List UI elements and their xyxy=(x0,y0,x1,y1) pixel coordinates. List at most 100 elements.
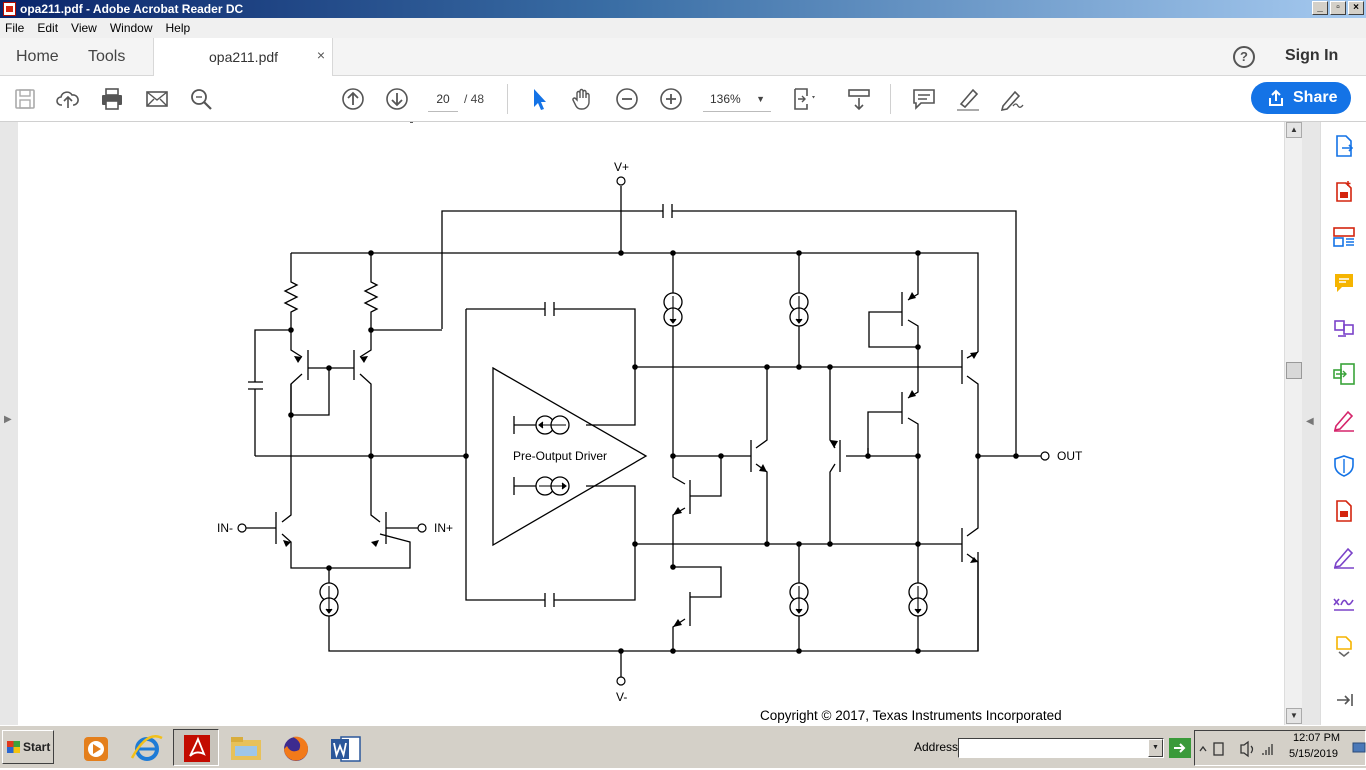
pdf-page[interactable]: V+ V- OUT IN- IN+ Pre-Output Driver Copy… xyxy=(18,122,1284,725)
clock-date: 5/15/2019 xyxy=(1289,748,1338,760)
sign-in-button[interactable]: Sign In xyxy=(1285,47,1339,64)
internet-explorer-taskbar-icon[interactable] xyxy=(123,729,169,766)
help-icon[interactable]: ? xyxy=(1233,46,1255,68)
share-label: Share xyxy=(1293,89,1338,106)
create-pdf-icon[interactable] xyxy=(1332,179,1356,203)
restore-button[interactable]: ▫ xyxy=(1330,1,1346,15)
windows-taskbar: Start Address ▼ 12:07 PM 5 xyxy=(0,725,1366,768)
search-icon[interactable] xyxy=(188,86,214,112)
menu-file[interactable]: File xyxy=(5,21,25,35)
vertical-scrollbar[interactable]: ▲ ▼ xyxy=(1284,122,1302,725)
copyright-notice: Copyright © 2017, Texas Instruments Inco… xyxy=(760,708,1062,723)
request-signature-icon[interactable] xyxy=(1332,591,1356,615)
menu-edit[interactable]: Edit xyxy=(37,21,59,35)
save-icon[interactable] xyxy=(12,86,38,112)
hand-tool-icon[interactable] xyxy=(570,86,596,112)
acrobat-taskbar-icon[interactable] xyxy=(173,729,219,766)
previous-page-icon[interactable] xyxy=(340,86,366,112)
document-workspace: ▶ xyxy=(0,122,1320,725)
comment-icon[interactable] xyxy=(911,86,937,112)
tab-tools[interactable]: Tools xyxy=(88,48,126,65)
in-minus-label: IN- xyxy=(217,521,233,535)
organize-pages-icon[interactable] xyxy=(1332,225,1356,249)
vplus-label: V+ xyxy=(614,160,629,174)
minimize-button[interactable]: _ xyxy=(1312,1,1328,15)
menu-help[interactable]: Help xyxy=(165,21,191,35)
select-tool-icon[interactable] xyxy=(526,86,552,112)
address-dropdown-icon[interactable]: ▼ xyxy=(1148,739,1163,757)
address-input[interactable]: ▼ xyxy=(958,738,1164,758)
scroll-up-button[interactable]: ▲ xyxy=(1286,122,1302,138)
clock-time: 12:07 PM xyxy=(1293,732,1341,744)
media-player-taskbar-icon[interactable] xyxy=(72,729,118,766)
collapse-pane-icon[interactable] xyxy=(1332,688,1356,712)
start-button[interactable]: Start xyxy=(2,730,54,764)
pre-output-driver-label: Pre-Output Driver xyxy=(513,449,607,463)
address-label: Address xyxy=(914,740,959,754)
tools-pane xyxy=(1320,122,1366,725)
chevron-down-icon: ▼ xyxy=(756,94,765,104)
close-tab-icon[interactable]: × xyxy=(316,47,325,63)
file-explorer-taskbar-icon[interactable] xyxy=(222,729,268,766)
start-label: Start xyxy=(23,740,51,754)
zoom-level-select[interactable]: 136% ▼ xyxy=(703,86,771,112)
zoom-out-icon[interactable] xyxy=(614,86,640,112)
share-icon xyxy=(1269,89,1283,106)
close-window-button[interactable]: × xyxy=(1348,1,1364,15)
combine-files-icon[interactable] xyxy=(1332,316,1356,340)
system-tray xyxy=(1194,730,1366,766)
expand-left-panel-icon[interactable]: ▶ xyxy=(4,414,12,425)
windows-logo-icon xyxy=(7,741,20,753)
email-icon[interactable] xyxy=(144,86,170,112)
protect-icon[interactable] xyxy=(1332,454,1356,478)
acrobat-app-icon xyxy=(3,2,16,16)
show-desktop-icon[interactable] xyxy=(1352,742,1366,753)
scroll-mode-icon[interactable] xyxy=(846,86,872,112)
menu-window[interactable]: Window xyxy=(109,21,153,35)
junction-dots xyxy=(288,250,1019,654)
share-button[interactable]: Share xyxy=(1251,82,1351,114)
in-plus-label: IN+ xyxy=(434,521,453,535)
current-source-arrows xyxy=(325,296,922,614)
highlight-icon[interactable] xyxy=(955,86,981,112)
tab-bar: Home Tools opa211.pdf × ? Sign In xyxy=(0,38,1366,76)
fill-sign-icon[interactable] xyxy=(1332,545,1356,569)
tab-home[interactable]: Home xyxy=(16,48,59,65)
window-title: opa211.pdf - Adobe Acrobat Reader DC xyxy=(20,2,244,16)
scroll-down-button[interactable]: ▼ xyxy=(1286,708,1302,724)
cloud-upload-icon[interactable] xyxy=(55,86,81,112)
page-total: / 48 xyxy=(464,92,485,106)
zoom-in-icon[interactable] xyxy=(658,86,684,112)
tray-icons[interactable] xyxy=(1199,740,1273,758)
more-tools-icon[interactable] xyxy=(1332,635,1356,659)
menu-view[interactable]: View xyxy=(71,21,97,35)
toolbar-divider xyxy=(507,84,508,114)
sign-pen-icon[interactable] xyxy=(999,86,1025,112)
export-pdf-icon[interactable] xyxy=(1332,134,1356,158)
next-page-icon[interactable] xyxy=(384,86,410,112)
transistor-arrows xyxy=(283,292,978,627)
collapse-right-panel-icon[interactable]: ◀ xyxy=(1306,416,1314,427)
window-title-bar: opa211.pdf - Adobe Acrobat Reader DC _ ▫… xyxy=(0,0,1366,18)
zoom-level-value: 136% xyxy=(710,92,741,106)
toolbar: 20 / 48 136% ▼ Share xyxy=(0,76,1366,122)
menu-bar: File Edit View Window Help xyxy=(0,18,1366,38)
compress-icon[interactable] xyxy=(1332,362,1356,386)
out-label: OUT xyxy=(1057,449,1083,463)
opamp-schematic: V+ V- OUT IN- IN+ Pre-Output Driver Copy… xyxy=(217,122,1083,723)
firefox-taskbar-icon[interactable] xyxy=(272,729,318,766)
export-icon[interactable] xyxy=(1332,499,1356,523)
word-taskbar-icon[interactable] xyxy=(322,729,368,766)
tab-document-label: opa211.pdf xyxy=(209,49,279,65)
tab-document[interactable]: opa211.pdf × xyxy=(153,38,333,76)
toolbar-divider xyxy=(890,84,891,114)
go-button[interactable] xyxy=(1169,738,1191,758)
terminals xyxy=(237,176,1050,686)
page-number-input[interactable]: 20 xyxy=(428,86,458,112)
scrollbar-thumb[interactable] xyxy=(1286,362,1302,379)
vminus-label: V- xyxy=(616,690,627,704)
print-icon[interactable] xyxy=(99,86,125,112)
comment-icon[interactable] xyxy=(1332,271,1356,295)
edit-pdf-icon[interactable] xyxy=(1332,408,1356,432)
fit-page-icon[interactable] xyxy=(792,86,818,112)
